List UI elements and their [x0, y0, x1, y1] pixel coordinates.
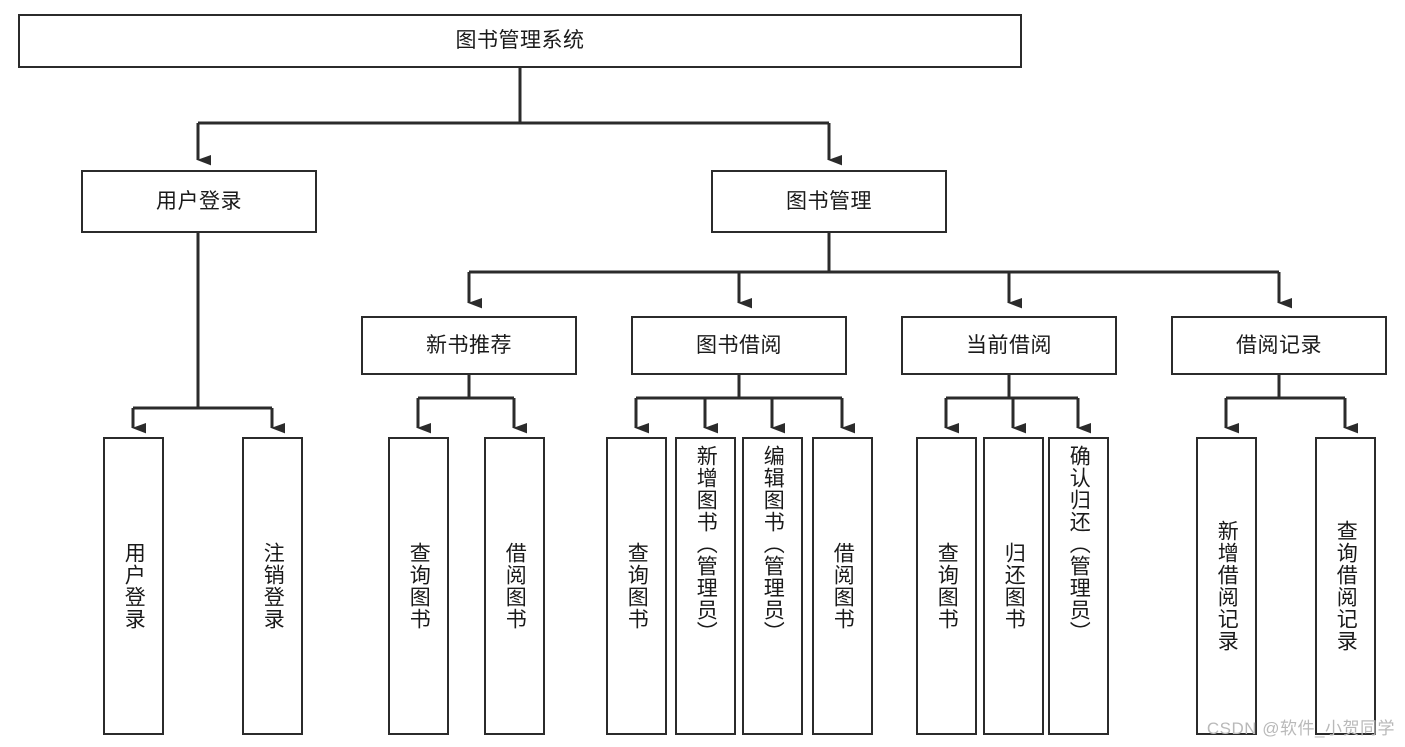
node-label: 新书推荐 [426, 333, 512, 357]
node-label: 借阅图书 [503, 542, 527, 630]
node-label: 查询图书 [407, 542, 431, 630]
node-label: 注销登录 [261, 542, 285, 630]
node-label: 图书管理系统 [455, 29, 585, 53]
node-label: 查询图书 [935, 542, 959, 630]
node-label: 图书管理 [786, 189, 872, 213]
node-root-book-management-system[interactable]: 图书管理系统 [18, 14, 1022, 68]
leaf-add-book-admin[interactable]: 新增图书（管理员） [675, 437, 736, 735]
leaf-query-borrow-record[interactable]: 查询借阅记录 [1315, 437, 1376, 735]
node-label: 用户登录 [156, 189, 242, 213]
node-book-borrow[interactable]: 图书借阅 [631, 316, 847, 375]
node-label: 借阅记录 [1236, 333, 1322, 357]
leaf-query-book-new[interactable]: 查询图书 [388, 437, 449, 735]
node-borrow-record[interactable]: 借阅记录 [1171, 316, 1387, 375]
node-label: 新增图书（管理员） [694, 445, 718, 643]
node-label: 确认归还（管理员） [1067, 445, 1091, 643]
leaf-add-borrow-record[interactable]: 新增借阅记录 [1196, 437, 1257, 735]
leaf-borrow-book-new[interactable]: 借阅图书 [484, 437, 545, 735]
leaf-query-book-current[interactable]: 查询图书 [916, 437, 977, 735]
node-label: 查询借阅记录 [1334, 520, 1358, 652]
node-label: 编辑图书（管理员） [761, 445, 785, 643]
leaf-user-login[interactable]: 用户登录 [103, 437, 164, 735]
node-label: 归还图书 [1002, 542, 1026, 630]
leaf-logout[interactable]: 注销登录 [242, 437, 303, 735]
node-label: 新增借阅记录 [1215, 520, 1239, 652]
watermark-text: CSDN @软件_小贺同学 [1206, 719, 1395, 738]
node-label: 查询图书 [625, 542, 649, 630]
leaf-borrow-book[interactable]: 借阅图书 [812, 437, 873, 735]
node-label: 图书借阅 [696, 333, 782, 357]
node-label: 当前借阅 [966, 333, 1052, 357]
node-book-management[interactable]: 图书管理 [711, 170, 947, 233]
leaf-query-book-borrow[interactable]: 查询图书 [606, 437, 667, 735]
leaf-edit-book-admin[interactable]: 编辑图书（管理员） [742, 437, 803, 735]
node-new-book-recommend[interactable]: 新书推荐 [361, 316, 577, 375]
node-current-borrow[interactable]: 当前借阅 [901, 316, 1117, 375]
leaf-return-book[interactable]: 归还图书 [983, 437, 1044, 735]
leaf-confirm-return-admin[interactable]: 确认归还（管理员） [1048, 437, 1109, 735]
node-label: 用户登录 [122, 542, 146, 630]
node-label: 借阅图书 [831, 542, 855, 630]
node-user-login[interactable]: 用户登录 [81, 170, 317, 233]
